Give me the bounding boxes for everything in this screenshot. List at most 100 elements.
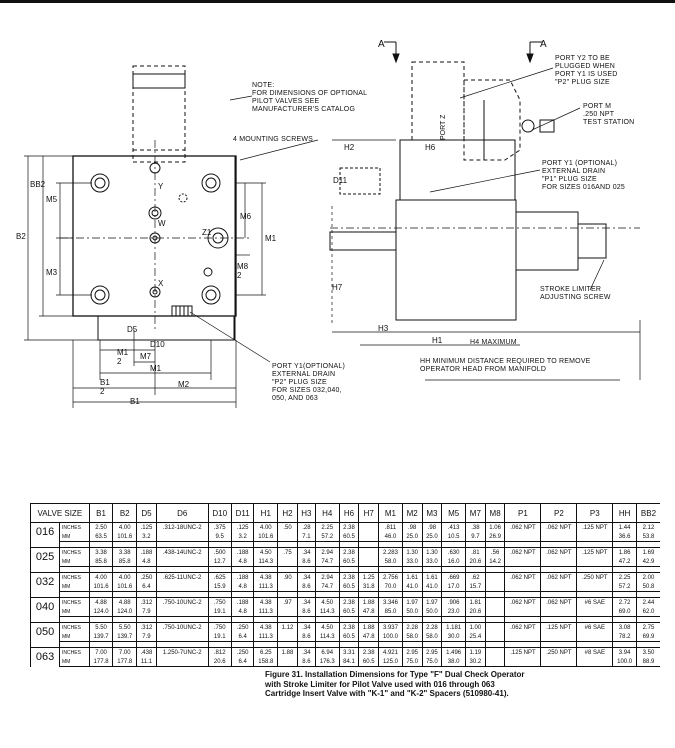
table-cell: 139.7 (88, 632, 113, 642)
table-cell: 2.75 (635, 622, 660, 632)
table-cell: 1.44 (612, 522, 637, 532)
port-w-label: W (158, 219, 166, 228)
unit-cell: INCHES (59, 647, 90, 657)
table-cell: 1.69 (635, 547, 660, 557)
table-cell (277, 657, 298, 667)
table-cell: 3.2 (136, 532, 157, 542)
table-cell: 30.0 (441, 632, 466, 642)
hh-note-label: HH MINIMUM DISTANCE REQUIRED TO REMOVE O… (420, 358, 591, 373)
table-cell (277, 607, 298, 617)
table-cell: 3.31 (338, 647, 359, 657)
table-cell: 50.0 (421, 607, 442, 617)
table-cell: 8.6 (296, 632, 316, 642)
dim-d5: D5 (127, 325, 138, 334)
table-cell: 6.25 (253, 647, 278, 657)
table-cell: 1.97 (421, 597, 442, 607)
table-cell: .62 (464, 572, 486, 582)
table-cell: 25.4 (464, 632, 486, 642)
table-cell: 14.2 (484, 557, 505, 567)
table-cell: 19.1 (207, 607, 232, 617)
table-cell: .125 NPT (504, 647, 541, 657)
unit-cell: MM (59, 532, 90, 542)
table-cell: 30.2 (464, 657, 486, 667)
column-header: H6 (338, 503, 359, 523)
table-cell: 1.06 (484, 522, 505, 532)
port-z1-label: Z1 (202, 228, 212, 237)
table-cell: .38 (464, 522, 486, 532)
table-cell (358, 532, 379, 542)
table-cell: .062 NPT (540, 522, 577, 532)
table-cell: 74.7 (314, 582, 340, 592)
valve-size-cell: 063 (29, 647, 60, 667)
table-cell: 4.88 (112, 597, 137, 607)
table-cell: 4.8 (230, 557, 254, 567)
table-cell: 20.6 (464, 607, 486, 617)
table-cell: 11.1 (136, 657, 157, 667)
column-header: M7 (464, 503, 486, 523)
table-cell: 74.7 (314, 557, 340, 567)
table-cell: 9.5 (207, 532, 232, 542)
table-cell: 1.88 (358, 597, 379, 607)
table-cell: 1.250-7UNC-2 (155, 647, 209, 657)
table-cell: 3.08 (612, 622, 637, 632)
external-drain-port (171, 305, 271, 363)
table-cell (504, 632, 541, 642)
dim-m1-half: M1 2 (117, 348, 129, 366)
table-cell: 5.50 (88, 622, 113, 632)
table-cell: 2.756 (378, 572, 403, 582)
dim-h2: H2 (344, 143, 355, 152)
port-y1-large-label: PORT Y1(OPTIONAL) EXTERNAL DRAIN "P2" PL… (272, 363, 346, 402)
table-cell: 1.61 (421, 572, 442, 582)
mounting-screws-label: 4 MOUNTING SCREWS (233, 136, 314, 143)
table-cell: .250 NPT (540, 647, 577, 657)
table-cell: 114.3 (314, 607, 340, 617)
table-cell: 1.30 (421, 547, 442, 557)
column-header: H3 (296, 503, 316, 523)
table-cell: 63.5 (88, 532, 113, 542)
table-cell: 2.38 (338, 622, 359, 632)
table-cell (576, 582, 613, 592)
table-cell: 25.0 (421, 532, 442, 542)
table-cell: 4.8 (136, 557, 157, 567)
table-cell: 6.4 (230, 632, 254, 642)
table-cell: 60.5 (338, 607, 359, 617)
table-cell: 111.3 (253, 607, 278, 617)
table-cell (540, 582, 577, 592)
table-cell: 1.88 (358, 622, 379, 632)
table-cell: .81 (464, 547, 486, 557)
table-cell: 8.6 (296, 657, 316, 667)
figure-caption: Figure 31. Installation Dimensions for T… (265, 670, 525, 698)
table-cell: 38.0 (441, 657, 466, 667)
table-cell: 2.38 (338, 522, 359, 532)
table-cell: .312 (136, 597, 157, 607)
table-cell: .34 (296, 547, 316, 557)
table-cell: 4.38 (253, 622, 278, 632)
table-cell: 2.50 (88, 522, 113, 532)
table-cell (484, 572, 505, 582)
table-cell: .56 (484, 547, 505, 557)
table-cell: 70.0 (378, 582, 403, 592)
table-cell: 58.0 (401, 632, 423, 642)
table-cell (277, 557, 298, 567)
table-cell: 176.3 (314, 657, 340, 667)
table-cell: .062 NPT (540, 547, 577, 557)
dim-b2: B2 (16, 232, 26, 241)
table-cell: .375 (207, 522, 232, 532)
table-cell: .062 NPT (504, 547, 541, 557)
table-cell: .188 (230, 572, 254, 582)
column-header: B2 (112, 503, 137, 523)
table-cell: .34 (296, 597, 316, 607)
table-cell: 2.94 (314, 572, 340, 582)
table-cell: 177.8 (88, 657, 113, 667)
table-cell (155, 532, 209, 542)
table-cell: .125 NPT (576, 547, 613, 557)
table-cell: 2.12 (635, 522, 660, 532)
table-cell (484, 597, 505, 607)
column-header: M5 (441, 503, 466, 523)
